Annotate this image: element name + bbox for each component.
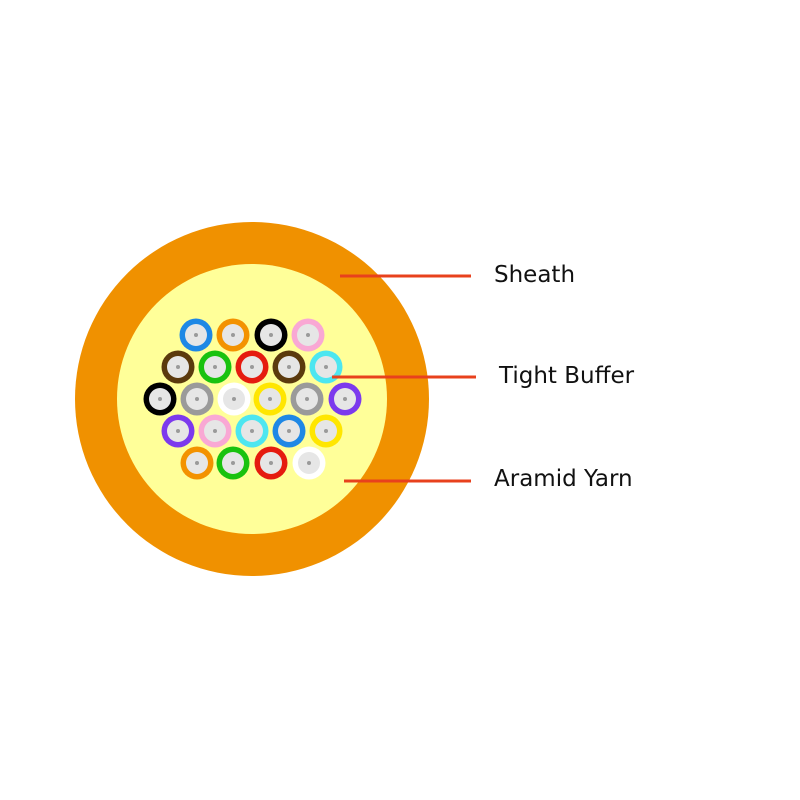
fiber-center-dot	[231, 333, 235, 337]
fiber-center-dot	[324, 365, 328, 369]
fiber-center-dot	[324, 429, 328, 433]
fiber-center-dot	[343, 397, 347, 401]
tight-buffer-fiber	[254, 446, 288, 480]
fiber-center-dot	[176, 365, 180, 369]
tight-buffer-fiber	[198, 350, 232, 384]
fiber-center-dot	[194, 333, 198, 337]
fiber-center-dot	[268, 397, 272, 401]
tight-buffer-fiber	[143, 382, 177, 416]
tight-buffer-fiber	[235, 350, 269, 384]
fiber-center-dot	[176, 429, 180, 433]
fiber-center-dot	[195, 461, 199, 465]
tight-buffer-fiber	[216, 446, 250, 480]
fiber-center-dot	[307, 461, 311, 465]
tight-buffer-fiber	[309, 350, 343, 384]
fiber-center-dot	[269, 333, 273, 337]
fiber-center-dot	[195, 397, 199, 401]
fiber-center-dot	[269, 461, 273, 465]
fiber-center-dot	[287, 365, 291, 369]
tight-buffer-fiber	[291, 318, 325, 352]
tight-buffer-fiber	[253, 382, 287, 416]
fiber-center-dot	[250, 365, 254, 369]
tight-buffer-fiber	[180, 446, 214, 480]
tight-buffer-fiber	[198, 414, 232, 448]
tight-buffer-fiber	[272, 350, 306, 384]
tight-buffer-fiber	[328, 382, 362, 416]
aramid-yarn-label: Aramid Yarn	[494, 466, 633, 492]
fiber-center-dot	[287, 429, 291, 433]
tight-buffer-fiber	[180, 382, 214, 416]
fiber-center-dot	[213, 365, 217, 369]
tight-buffer-fiber	[235, 414, 269, 448]
tight-buffer-fibers	[143, 318, 362, 480]
tight-buffer-fiber	[216, 318, 250, 352]
tight-buffer-fiber	[290, 382, 324, 416]
tight-buffer-fiber	[292, 446, 326, 480]
fiber-center-dot	[213, 429, 217, 433]
tight-buffer-fiber	[161, 414, 195, 448]
fiber-center-dot	[158, 397, 162, 401]
fiber-center-dot	[250, 429, 254, 433]
tight-buffer-fiber	[309, 414, 343, 448]
fiber-center-dot	[306, 333, 310, 337]
fiber-center-dot	[231, 461, 235, 465]
tight-buffer-label: Tight Buffer	[499, 363, 635, 389]
sheath-label: Sheath	[494, 262, 576, 288]
tight-buffer-fiber	[217, 382, 251, 416]
tight-buffer-fiber	[272, 414, 306, 448]
tight-buffer-fiber	[179, 318, 213, 352]
tight-buffer-fiber	[254, 318, 288, 352]
fiber-center-dot	[305, 397, 309, 401]
tight-buffer-fiber	[161, 350, 195, 384]
fiber-center-dot	[232, 397, 236, 401]
